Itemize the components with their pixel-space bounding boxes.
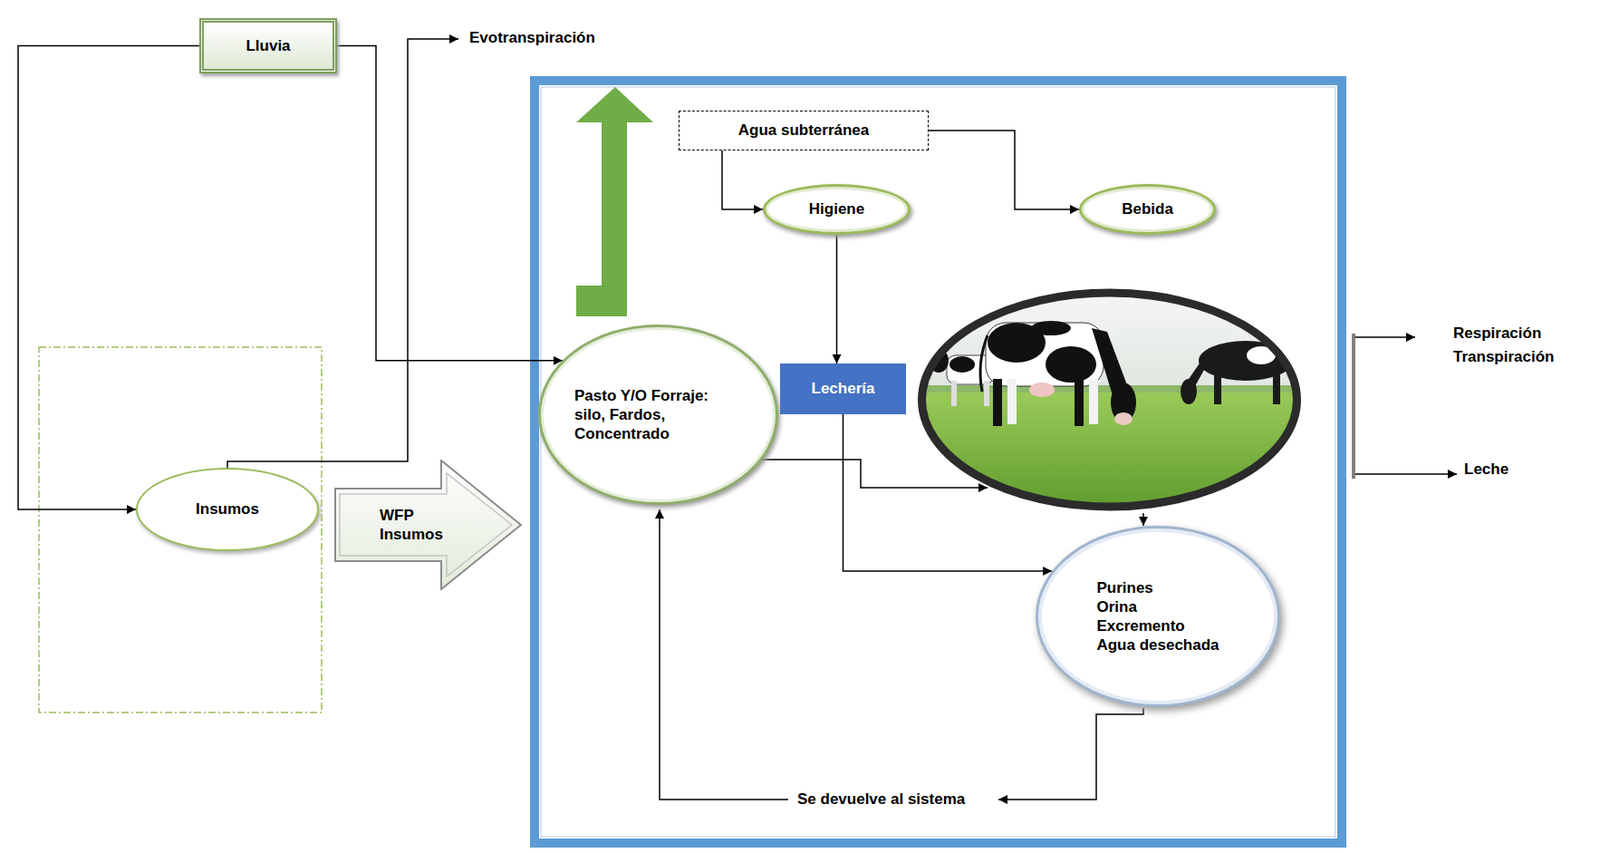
leader-line (227, 38, 459, 468)
flow-label: Transpiración (1453, 346, 1554, 367)
node-text: Bebida (1121, 199, 1174, 219)
flow-label: Evotranspiración (469, 28, 596, 48)
use-ellipse: Bebida (1079, 183, 1216, 235)
flow-line (753, 459, 988, 488)
node-text: Insumos (195, 499, 260, 519)
inputs-region (38, 346, 322, 713)
flow-connector (928, 130, 1080, 210)
dairy-box: Lechería (780, 363, 907, 415)
node-text-group: Lechería (811, 378, 876, 398)
node-text: Excremento (1096, 616, 1219, 636)
node-text: WFP Insumos (379, 505, 453, 545)
node-text-group: Higiene (809, 199, 865, 219)
cow (980, 320, 1137, 426)
node-text: Agua desechada (1096, 635, 1219, 655)
input-ellipse: Insumos (135, 467, 319, 551)
flow-line (998, 707, 1144, 800)
flow-line (1142, 512, 1145, 526)
flow-label: Respiración (1453, 323, 1542, 343)
node-text: Agua subterránea (738, 120, 870, 140)
node-text-group: Agua subterránea (738, 120, 870, 140)
node-text-group: PurinesOrinaExcrementoAgua desechada (1096, 578, 1219, 656)
flow-label: Se devuelve al sistema (797, 789, 965, 809)
node-text: Lechería (811, 378, 876, 398)
system-frame (534, 80, 1342, 843)
flow-connector (18, 46, 200, 511)
block-arrow-outline (335, 460, 521, 589)
node-text: Pasto Y/O Forraje: silo, Fardos, Concent… (574, 385, 743, 444)
cows-oval-frame (922, 292, 1298, 507)
feed-circle: Pasto Y/O Forraje: silo, Fardos, Concent… (538, 324, 778, 505)
output-arrow (1355, 472, 1457, 475)
flow-connector (836, 234, 839, 364)
output-bracket (1351, 333, 1356, 479)
input-box: Lluvia (199, 18, 338, 74)
output-arrow (1355, 336, 1416, 338)
flow-line (659, 509, 789, 800)
evapotranspiration-arrow (576, 86, 654, 317)
node-text-group: Pasto Y/O Forraje: silo, Fardos, Concent… (574, 385, 743, 444)
node-text: Lluvia (245, 36, 290, 56)
block-arrow-inner-outline (339, 472, 512, 577)
use-ellipse: Higiene (762, 183, 911, 235)
block-arrow-shape (334, 459, 523, 590)
waste-circle: PurinesOrinaExcrementoAgua desechada (1035, 525, 1281, 707)
flow-connector (722, 150, 763, 210)
node-text: Higiene (809, 199, 865, 219)
node-text-group: Lluvia (245, 36, 290, 56)
flow-connector (843, 414, 1053, 571)
node-text: Orina (1096, 597, 1219, 617)
cows-illustration (915, 285, 1305, 515)
node-text-group: Bebida (1121, 199, 1174, 219)
node-text-group: WFP Insumos (379, 505, 453, 545)
flow-connector (337, 46, 563, 361)
node-text: Purines (1096, 578, 1219, 598)
source-box: Agua subterránea (678, 110, 929, 151)
flow-label: Leche (1464, 459, 1509, 479)
block-arrow: WFP Insumos (334, 459, 523, 590)
node-text-group: Insumos (195, 499, 260, 519)
